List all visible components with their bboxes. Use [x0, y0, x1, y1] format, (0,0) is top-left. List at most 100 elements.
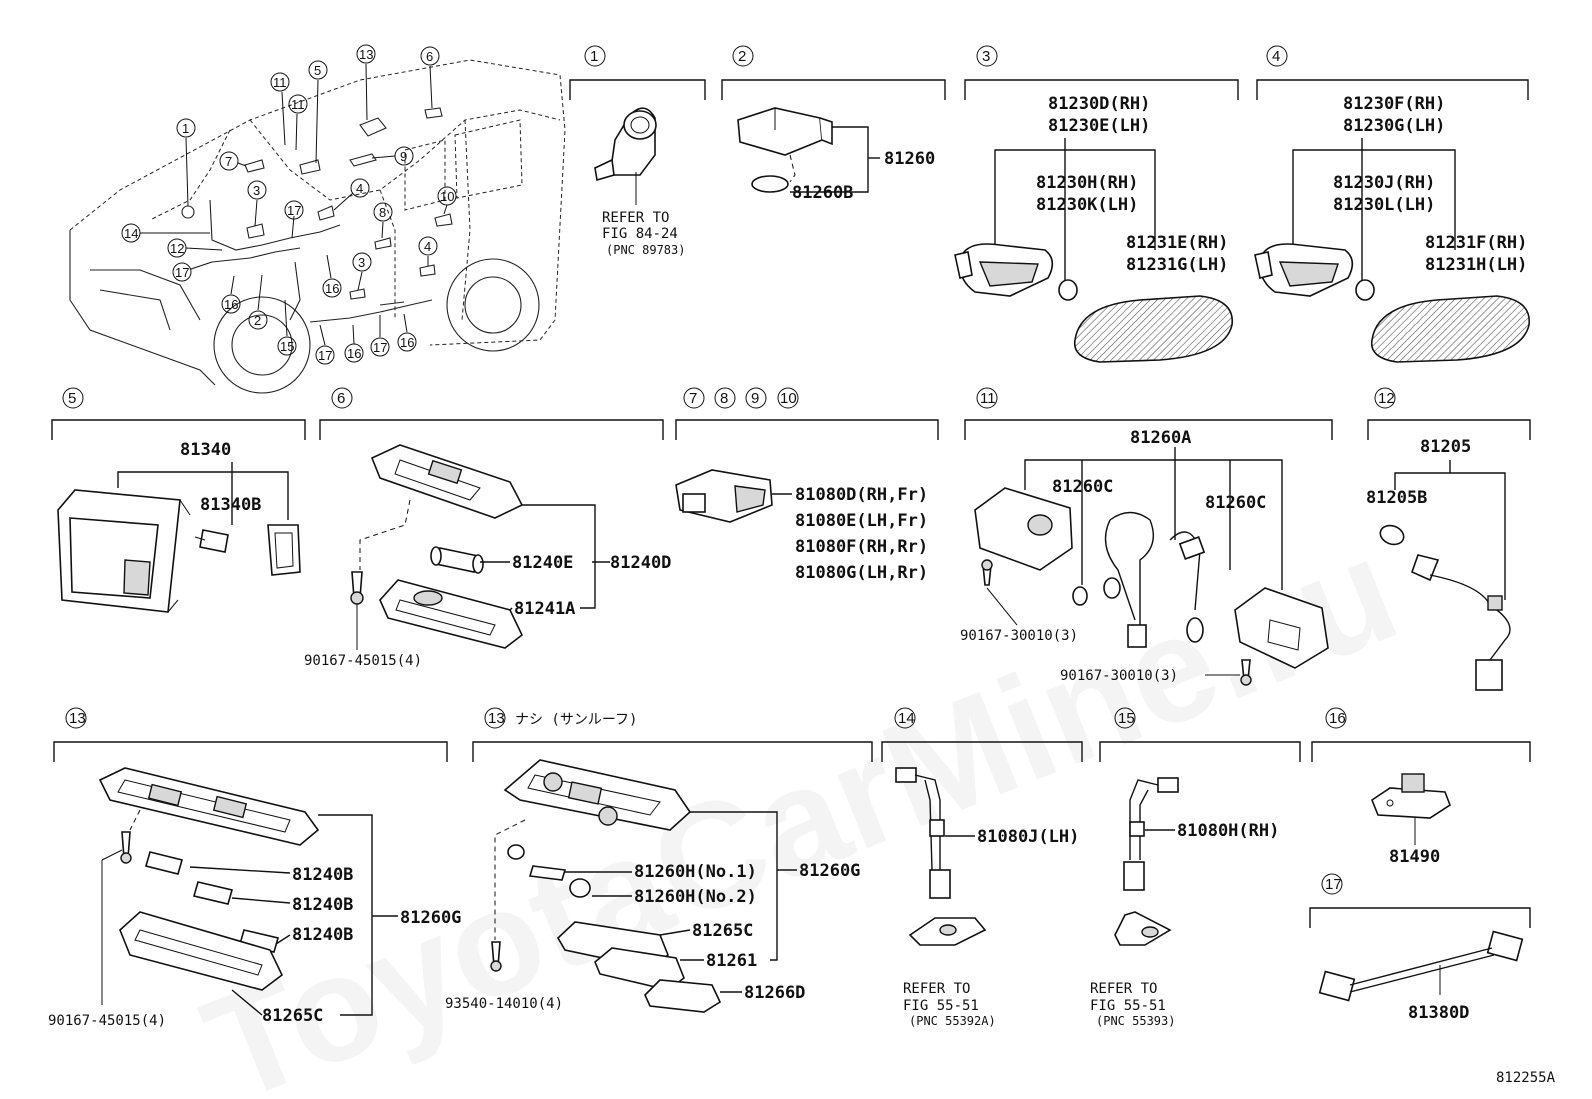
callout-17a: 17 [284, 200, 304, 239]
svg-text:81230D(RH): 81230D(RH) [1048, 94, 1150, 114]
figure-id: 812255A [1496, 1070, 1556, 1086]
callout-6: 6 [420, 46, 440, 109]
svg-text:81080D(RH,Fr): 81080D(RH,Fr) [795, 485, 928, 505]
section-1: 1 REFER TO FIG 84-24 (PNC 89783) [569, 45, 706, 257]
svg-text:1: 1 [590, 48, 598, 65]
svg-text:7: 7 [689, 390, 697, 407]
svg-text:(PNC 89783): (PNC 89783) [606, 243, 685, 257]
svg-text:13: 13 [359, 47, 373, 62]
svg-text:15: 15 [280, 339, 294, 354]
svg-text:6: 6 [337, 390, 345, 407]
section-14: 14 81080J(LH) REFER TO FIG 55-51 (PNC 55… [881, 707, 1083, 1028]
svg-text:81231E(RH): 81231E(RH) [1126, 233, 1228, 253]
svg-text:4: 4 [356, 181, 363, 196]
svg-text:16: 16 [1329, 710, 1346, 727]
svg-text:81230E(LH): 81230E(LH) [1048, 116, 1150, 136]
door-switch-part [737, 107, 833, 156]
callout-16c: 16 [344, 324, 364, 363]
svg-text:81080H(RH): 81080H(RH) [1177, 821, 1279, 841]
svg-text:9: 9 [400, 149, 407, 164]
svg-text:16: 16 [325, 281, 339, 296]
svg-text:16: 16 [224, 297, 238, 312]
dome-lens-part [119, 911, 284, 991]
dome-screw-part [120, 831, 132, 864]
courtesy-lamp-part [675, 469, 773, 523]
svg-text:90167-30010(3): 90167-30010(3) [960, 628, 1078, 644]
svg-text:7: 7 [225, 154, 232, 169]
svg-text:81260C: 81260C [1052, 477, 1113, 497]
svg-text:81080E(LH,Fr): 81080E(LH,Fr) [795, 511, 928, 531]
callout-2: 2 [248, 274, 268, 330]
wire-harness-17-part [1318, 930, 1524, 1002]
svg-text:81266D: 81266D [744, 983, 805, 1003]
vehicle-overview [69, 59, 566, 394]
svg-text:81260H(No.1): 81260H(No.1) [634, 862, 757, 882]
callout-15: 15 [277, 299, 297, 356]
callout-8: 8 [373, 202, 393, 239]
svg-text:81230L(LH): 81230L(LH) [1333, 195, 1435, 215]
cargo-lens-part [379, 579, 524, 649]
svg-text:17: 17 [318, 348, 332, 363]
vanity-lamp-left-part [974, 487, 1073, 571]
rear-marker-bulb [1355, 279, 1375, 301]
callout-5: 5 [308, 60, 328, 164]
map-bulb-no2-part [569, 878, 591, 898]
callout-4a: 4 [333, 178, 370, 211]
svg-text:3: 3 [358, 255, 365, 270]
callout-12: 12 [167, 238, 223, 258]
svg-text:4: 4 [424, 239, 431, 254]
rear-marker-housing-part [1254, 243, 1354, 297]
dome-bulb-3-part [239, 929, 279, 953]
svg-text:90167-30010(3): 90167-30010(3) [1060, 668, 1178, 684]
svg-text:81265C: 81265C [692, 921, 753, 941]
svg-text:8: 8 [379, 205, 386, 220]
section-12: 12 81205 81205B [1366, 387, 1531, 691]
svg-text:81205: 81205 [1420, 437, 1471, 457]
map-bulb-small [507, 844, 525, 860]
bulb-part [751, 175, 789, 193]
svg-text:93540-14010(4): 93540-14010(4) [445, 996, 563, 1012]
cargo-bulb-part [430, 546, 484, 574]
ignition-lamp-part [1410, 554, 1511, 691]
svg-text:16: 16 [400, 335, 414, 350]
svg-text:81265C: 81265C [262, 1006, 323, 1026]
screw-left-part [981, 559, 993, 586]
svg-text:4: 4 [1272, 48, 1280, 65]
callout-4b: 4 [418, 236, 438, 266]
svg-text:81080G(LH,Rr): 81080G(LH,Rr) [795, 563, 928, 583]
svg-text:81260G: 81260G [400, 908, 461, 928]
svg-text:81240B: 81240B [292, 865, 353, 885]
svg-text:81240B: 81240B [292, 925, 353, 945]
svg-text:9: 9 [751, 390, 759, 407]
cargo-lamp-housing-part [370, 444, 524, 519]
svg-text:2: 2 [254, 313, 261, 328]
side-marker-lens-part [1073, 295, 1233, 363]
vanity-harness-part [1103, 511, 1206, 648]
svg-text:12: 12 [170, 241, 184, 256]
svg-text:90167-45015(4): 90167-45015(4) [304, 653, 422, 669]
svg-text:81260: 81260 [884, 149, 935, 169]
svg-text:13: 13 [69, 710, 86, 727]
door-switch-16-part [1371, 773, 1451, 819]
section-4: 4 81230F(RH) 81230G(LH) 81230J(RH) 81230… [1254, 45, 1530, 363]
glovebox-lens-part [267, 524, 301, 576]
svg-text:81231F(RH): 81231F(RH) [1425, 233, 1527, 253]
svg-text:90167-45015(4): 90167-45015(4) [48, 1013, 166, 1029]
callout-11b: 11 [288, 94, 308, 151]
svg-text:81340: 81340 [180, 440, 231, 460]
door-warning-harness-left-part [895, 767, 951, 899]
svg-text:81230H(RH): 81230H(RH) [1036, 173, 1138, 193]
svg-text:81260G: 81260G [799, 861, 860, 881]
svg-text:14: 14 [898, 710, 915, 727]
section-17: 17 81380D [1309, 873, 1531, 1023]
glovebox-bulb-part [194, 529, 229, 553]
callout-13: 13 [356, 44, 376, 121]
svg-text:REFER TO: REFER TO [602, 210, 669, 226]
svg-text:81205B: 81205B [1366, 488, 1427, 508]
svg-text:11: 11 [980, 390, 996, 407]
svg-text:81260H(No.2): 81260H(No.2) [634, 887, 757, 907]
dome-lamp-housing-part [98, 767, 320, 846]
svg-text:81231G(LH): 81231G(LH) [1126, 255, 1228, 275]
svg-text:81241A: 81241A [514, 599, 575, 619]
svg-text:(PNC 55392A): (PNC 55392A) [909, 1014, 996, 1028]
